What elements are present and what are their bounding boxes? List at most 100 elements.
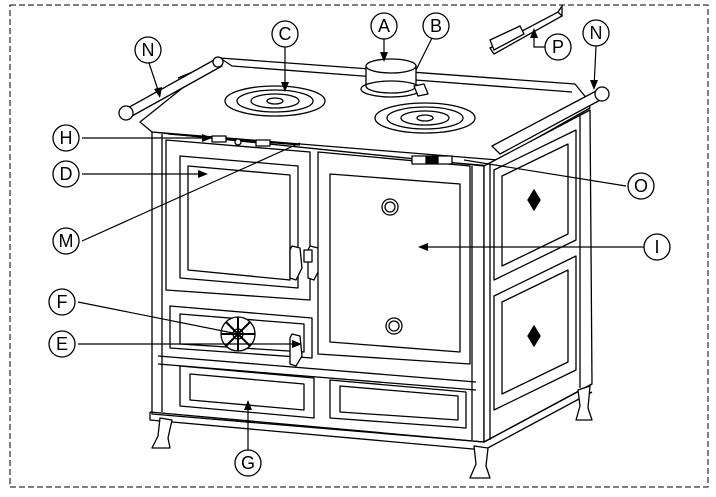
callout-B: B xyxy=(422,12,450,40)
callout-H: H xyxy=(52,124,80,152)
callout-circle xyxy=(52,160,80,188)
callout-letter: D xyxy=(60,164,73,184)
air-slider-pin xyxy=(234,138,242,146)
callout-circle xyxy=(134,36,162,64)
callout-N2: N xyxy=(582,19,610,47)
oven-door-knob-bottom xyxy=(385,317,403,335)
callout-circle xyxy=(422,12,450,40)
oven-thermometer-dial xyxy=(425,156,439,164)
oven-door-inner xyxy=(329,173,461,353)
oven-door-knob-top xyxy=(381,198,399,216)
air-slider-knob-b xyxy=(255,139,271,147)
callout-N1: N xyxy=(134,36,162,64)
handle-tool-hook xyxy=(557,3,563,16)
wood-drawer-left xyxy=(179,365,315,419)
callout-letter: F xyxy=(57,292,68,312)
callout-circle xyxy=(582,19,610,47)
foot-front-left xyxy=(151,417,173,449)
cooking-ring-left-mid xyxy=(236,89,314,113)
callout-circle xyxy=(544,33,572,61)
leader-B xyxy=(415,37,433,71)
fire-door-handle xyxy=(289,245,303,281)
callout-letter: O xyxy=(634,176,648,196)
air-slider-knob-a xyxy=(211,135,227,143)
cooking-ring-right-hole xyxy=(416,114,434,122)
arrowhead-H xyxy=(202,134,212,142)
foot-front-right xyxy=(469,445,491,479)
arrowhead-C xyxy=(281,82,289,92)
callout-letter: H xyxy=(60,128,73,148)
callout-D: D xyxy=(52,160,80,188)
cooking-ring-left-inner xyxy=(250,93,300,109)
callout-letter: N xyxy=(590,23,603,43)
callout-A: A xyxy=(370,12,398,40)
fire-door-inner xyxy=(179,155,299,289)
cooking-ring-right-inner xyxy=(400,110,450,126)
callout-M: M xyxy=(52,227,80,255)
callout-O: O xyxy=(627,172,655,200)
fire-door-glass xyxy=(187,165,291,281)
callout-letter: M xyxy=(59,231,74,251)
side-diamond-upper xyxy=(527,189,541,211)
foot-back-right xyxy=(575,385,593,421)
callout-letter: G xyxy=(241,453,255,473)
callout-letter: B xyxy=(430,16,442,36)
front-right-post xyxy=(471,164,491,440)
wood-drawer-right xyxy=(329,379,467,429)
side-panel-lower-inner xyxy=(501,269,569,395)
leader-lines xyxy=(77,30,644,450)
rail-left-knob-a xyxy=(118,105,134,121)
arrowhead-I xyxy=(418,243,428,251)
handle-tool-grip xyxy=(489,25,525,51)
base-plinth xyxy=(149,383,593,451)
handle-tool xyxy=(489,3,564,55)
cooking-ring-left-hole xyxy=(266,97,284,105)
callout-letter: E xyxy=(56,334,68,354)
callout-circle xyxy=(627,172,655,200)
damper-lever xyxy=(413,83,429,97)
rail-left-knob-b xyxy=(212,56,224,68)
callout-circle xyxy=(271,20,299,48)
leader-M xyxy=(81,142,301,242)
dashed-frame xyxy=(9,4,709,488)
side-diamond-lower xyxy=(527,325,541,347)
callout-letter: A xyxy=(378,16,390,36)
callout-circle xyxy=(48,330,76,358)
callout-circle xyxy=(52,124,80,152)
wood-drawer-left-inner xyxy=(189,373,305,411)
arrowhead-E xyxy=(292,340,302,348)
callout-circle xyxy=(48,288,76,316)
callout-letter: I xyxy=(654,237,659,257)
oven-door-knob-bottom-inner xyxy=(388,320,400,332)
callout-circle xyxy=(643,233,671,261)
callout-layer: A B C N N P HD O M I F E G xyxy=(48,12,671,477)
oven-door-knob-top-inner xyxy=(384,201,396,213)
callout-C: C xyxy=(271,20,299,48)
callout-circle xyxy=(234,449,262,477)
callout-letter: P xyxy=(552,37,564,57)
callout-circle xyxy=(52,227,80,255)
arrowhead-D xyxy=(198,170,208,178)
cooking-ring-right-mid xyxy=(386,106,464,130)
cooking-ring-right-outer xyxy=(374,102,476,134)
arrowhead-N1 xyxy=(154,87,162,98)
callout-circle xyxy=(370,12,398,40)
callout-letter: N xyxy=(142,40,155,60)
hinge-block xyxy=(303,249,313,263)
side-panel-upper-inner xyxy=(501,143,569,267)
wood-drawer-right-inner xyxy=(339,385,459,421)
arrowhead-N2 xyxy=(590,80,598,90)
arrowhead-G xyxy=(244,400,252,410)
stove-body xyxy=(118,56,610,479)
leader-F xyxy=(77,301,239,335)
arrowhead-A xyxy=(380,52,388,62)
callout-G: G xyxy=(234,449,262,477)
callout-F: F xyxy=(48,288,76,316)
callout-P: P xyxy=(544,33,572,61)
fire-door xyxy=(165,139,311,301)
callout-letter: C xyxy=(279,24,292,44)
callout-E: E xyxy=(48,330,76,358)
air-control-strip xyxy=(167,133,301,146)
